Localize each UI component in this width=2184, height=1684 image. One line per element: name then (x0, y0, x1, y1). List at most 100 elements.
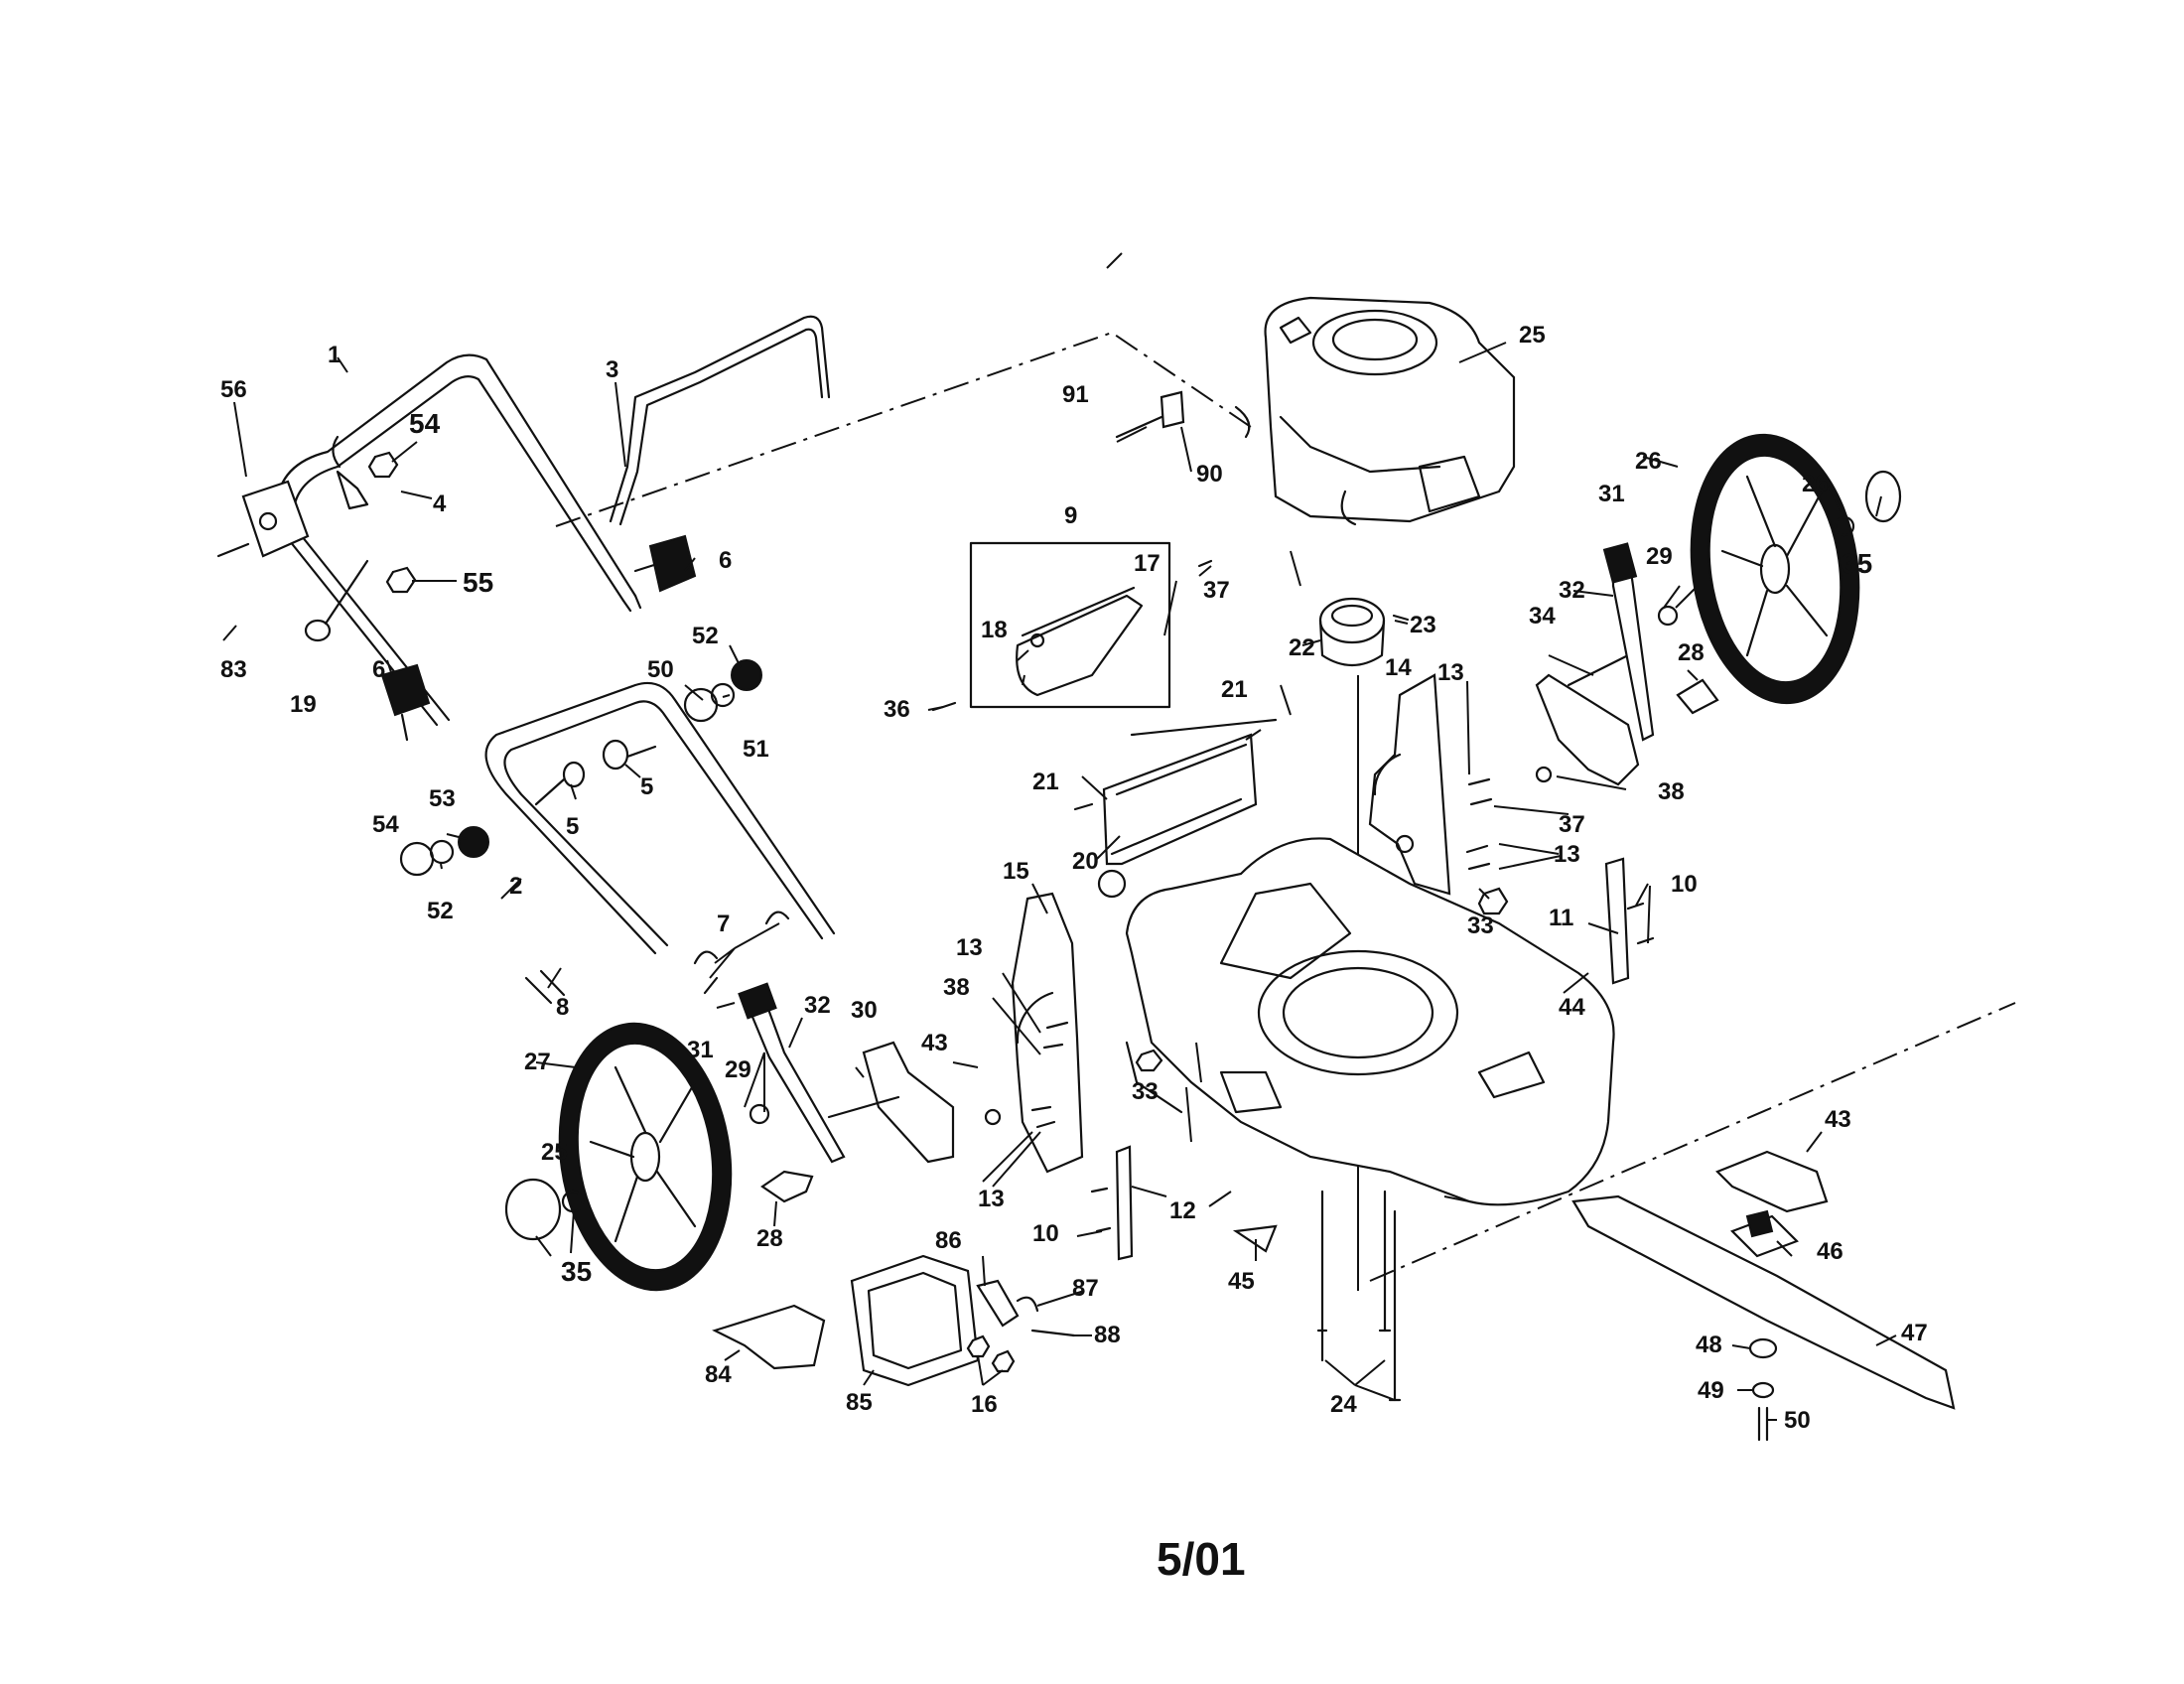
control-bar (609, 315, 831, 526)
eye-bolt (304, 559, 369, 642)
callout-51: 50 (647, 656, 674, 683)
carriage-bolt-right (602, 739, 657, 771)
washer-29-left (749, 1103, 770, 1125)
rear-plate-11 (1604, 857, 1630, 985)
alignment-line-deck-blade (1369, 1002, 2016, 1282)
callout-35-right: 35 (1842, 548, 1872, 579)
callout-34: 34 (1529, 603, 1556, 630)
rear-flap-assembly (969, 541, 1171, 709)
callout-31-right: 31 (1598, 481, 1625, 507)
hex-nut-upper (367, 451, 399, 479)
nut-18-a (966, 1334, 991, 1358)
callout-33-right: 33 (1467, 912, 1494, 939)
callout-1: 1 (328, 342, 341, 368)
cable-tie-clips (693, 911, 790, 995)
screws-10-right (1626, 902, 1655, 945)
callout-22: 22 (1289, 634, 1315, 661)
callout-29-right: 29 (1646, 543, 1673, 570)
callout-13-left-lower: 13 (978, 1186, 1005, 1212)
callout-8: 8 (556, 994, 569, 1021)
callout-10-right: 10 (1671, 871, 1698, 898)
callout-89: 83 (220, 656, 247, 683)
callout-38-right: 38 (1658, 778, 1685, 805)
callout-24: 25 (1519, 322, 1546, 349)
callout-46: 46 (1817, 1238, 1843, 1265)
callout-33-left: 33 (1132, 1078, 1159, 1105)
callout-44: 44 (1559, 994, 1585, 1021)
rear-plate-12 (1115, 1145, 1134, 1261)
callout-7: 7 (717, 911, 730, 937)
rear-wheel-right (1690, 433, 1860, 705)
callout-88: 56 (220, 376, 247, 403)
callout-50: 50 (1784, 1407, 1811, 1434)
callout-87: 88 (1094, 1322, 1121, 1348)
hinge-rod-21 (1130, 718, 1278, 737)
callout-20: 20 (1072, 848, 1099, 875)
blade-adapter-46 (1730, 1209, 1799, 1258)
callout-45: 45 (1228, 1268, 1255, 1295)
knob-53 (731, 659, 762, 691)
spring-52-upper (710, 682, 736, 708)
screw-87 (1030, 1329, 1076, 1337)
bolts-13-left (1030, 1021, 1069, 1129)
callout-90: 90 (1196, 461, 1223, 488)
callout-30: 30 (851, 997, 878, 1024)
knob-cap-55 (399, 841, 435, 877)
callout-5-left: 5 (566, 813, 579, 840)
callout-56-upper: 54 (409, 408, 441, 439)
callout-17: 18 (981, 617, 1008, 643)
hub-bolt-26-right (1834, 515, 1855, 537)
carriage-bolt-left (534, 761, 586, 806)
callout-91: 91 (1062, 381, 1089, 408)
height-adjuster-plate-left (1011, 892, 1084, 1174)
callout-55: 54 (372, 811, 399, 838)
washer-49 (1751, 1381, 1775, 1399)
callout-84: 85 (846, 1389, 873, 1416)
callout-31-left: 31 (687, 1037, 714, 1063)
callout-21-upper: 21 (1221, 676, 1248, 703)
screws-10-left (1090, 1187, 1112, 1233)
rear-discharge-flap (1097, 733, 1258, 899)
shoulder-bolt-28-right (1676, 678, 1719, 715)
shoulder-bolt-28-left (760, 1170, 814, 1203)
spring-86 (1016, 1296, 1039, 1313)
callout-56-lower: 55 (463, 567, 493, 598)
lower-handle (484, 681, 836, 955)
bolts-13-right (1465, 777, 1493, 871)
callout-32-left: 32 (804, 992, 831, 1019)
rear-wheel-left (558, 1022, 733, 1292)
bracket-83 (712, 1304, 826, 1370)
callout-83: 84 (705, 1361, 732, 1388)
callout-27-right: 26 (1635, 448, 1662, 475)
drive-pulley (1318, 597, 1386, 666)
hub-cap-35-left (504, 1178, 562, 1241)
callout-19: 19 (290, 691, 317, 718)
axle-bracket-right (1535, 673, 1640, 786)
callout-13-right-upper: 13 (1437, 659, 1464, 686)
handle-bracket (216, 480, 310, 558)
screw-91 (1115, 415, 1163, 439)
engine-bolts-25 (1320, 1190, 1397, 1402)
callout-2: 2 (509, 873, 522, 900)
axle-left (827, 1095, 900, 1119)
callout-49: 49 (1698, 1377, 1724, 1404)
rear-pin-36-right (1197, 559, 1213, 568)
washer-29-right (1657, 605, 1679, 627)
callout-36-right: 37 (1203, 577, 1230, 604)
callout-14: 14 (1385, 654, 1412, 681)
screw-21-left (1073, 802, 1094, 811)
knob-54 (458, 826, 489, 858)
callout-18: 16 (971, 1391, 998, 1418)
axle-bolt-right (1567, 653, 1630, 687)
callout-54: 53 (429, 785, 456, 812)
callout-37-right: 37 (1559, 811, 1585, 838)
callout-85: 86 (935, 1227, 962, 1254)
callout-11: 11 (1549, 905, 1573, 931)
callout-38-left: 43 (921, 1030, 948, 1056)
height-adjuster-plate-right (1368, 673, 1451, 896)
switch-85 (976, 1279, 1020, 1328)
cable-clip (332, 435, 369, 510)
callout-48: 48 (1696, 1332, 1722, 1358)
alignment-line-handle-engine (555, 331, 1252, 527)
